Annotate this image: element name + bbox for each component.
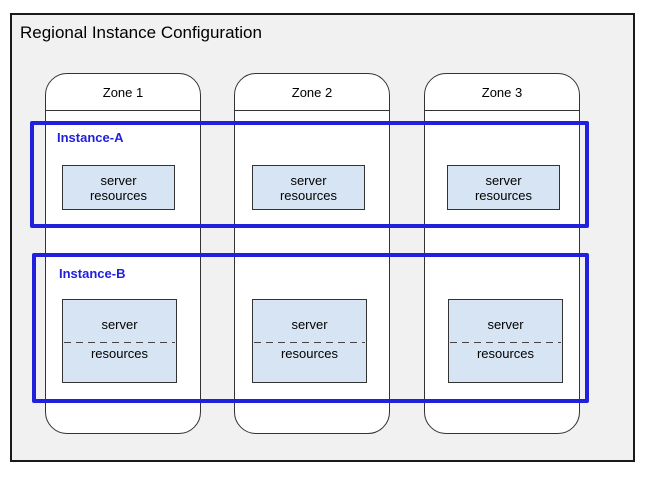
- server-resources-label-line-1: server: [101, 317, 138, 332]
- zone-3-header-divider: [425, 110, 579, 111]
- server-resources-box-instance-a-zone-2: server resources: [252, 165, 365, 210]
- server-resources-label-line-2: resources: [474, 187, 533, 203]
- resource-split-dashed-line: [64, 342, 175, 343]
- zone-2-label: Zone 2: [291, 85, 333, 100]
- server-resources-box-instance-a-zone-3: server resources: [447, 165, 560, 210]
- server-resources-label-line-2: resources: [476, 346, 535, 361]
- server-resources-label-line-2: resources: [90, 346, 149, 361]
- server-resources-label-line-2: resources: [279, 187, 338, 203]
- server-resources-label-line-2: resources: [280, 346, 339, 361]
- server-resources-box-instance-a-zone-1: server resources: [62, 165, 175, 210]
- instance-b-box: Instance-B: [32, 253, 589, 403]
- server-resources-box-instance-b-zone-3: server resources: [448, 299, 563, 383]
- instance-b-label: Instance-B: [59, 266, 126, 281]
- zone-3-label: Zone 3: [481, 85, 523, 100]
- zone-2-header-divider: [235, 110, 389, 111]
- server-resources-box-instance-b-zone-1: server resources: [62, 299, 177, 383]
- server-resources-label-line-2: resources: [89, 187, 148, 203]
- server-resources-label-line-1: server: [290, 172, 327, 188]
- instance-a-label: Instance-A: [57, 130, 124, 145]
- region-box: Regional Instance Configuration Zone 1 Z…: [10, 13, 635, 462]
- resource-split-dashed-line: [450, 342, 561, 343]
- server-resources-label-line-1: server: [485, 172, 522, 188]
- zone-1-label: Zone 1: [102, 85, 144, 100]
- zone-1-header-divider: [46, 110, 200, 111]
- instance-a-box: Instance-A: [30, 121, 589, 228]
- server-resources-label-line-1: server: [100, 172, 137, 188]
- resource-split-dashed-line: [254, 342, 365, 343]
- region-title: Regional Instance Configuration: [20, 23, 262, 42]
- server-resources-label-line-1: server: [487, 317, 524, 332]
- server-resources-box-instance-b-zone-2: server resources: [252, 299, 367, 383]
- server-resources-label-line-1: server: [291, 317, 328, 332]
